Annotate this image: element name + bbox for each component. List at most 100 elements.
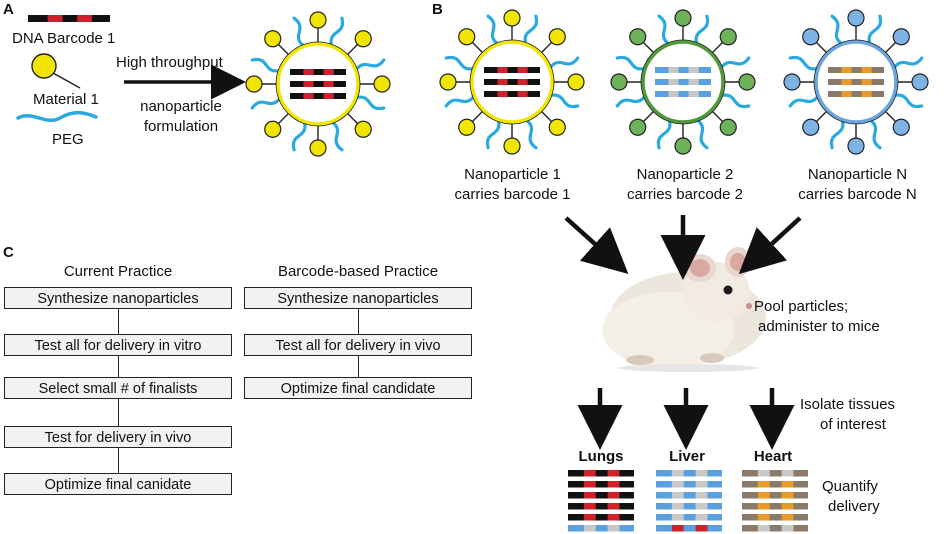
barcode-strand (290, 81, 346, 87)
tissue-1-barcode-row (568, 525, 634, 532)
dna-barcode-1-icon (28, 15, 110, 22)
current-connector-2 (118, 356, 119, 378)
peg-chain (353, 58, 386, 72)
nanoparticle-n-caption-line-1: Nanoparticle N (807, 166, 908, 183)
isolate-tissues-label-line-2: of interest (820, 416, 886, 433)
material-1-icon (31, 53, 57, 79)
flow-arrow-1 (564, 216, 629, 275)
peg-chain (330, 119, 344, 152)
material-node (847, 137, 865, 155)
tissue-2-barcode-row (656, 503, 722, 510)
formulation-label-line-2: nanoparticle (140, 98, 222, 115)
pool-particles-label-line-1: Pool particles; (754, 298, 849, 315)
nanoparticle-2-caption-line-2: carries barcode 2 (627, 186, 743, 203)
mouse-image (602, 247, 766, 372)
peg-chain (867, 14, 883, 47)
barcode-strand (290, 93, 346, 99)
material-node (719, 118, 737, 136)
barcode-strand (484, 91, 540, 97)
barcode-strand (484, 67, 540, 73)
material-node (892, 28, 910, 46)
current-connector-3 (118, 399, 119, 427)
material-node (674, 137, 692, 155)
current-step-3: Select small # of finalists (4, 377, 232, 399)
material-node (802, 28, 820, 46)
tissue-3-barcode-row (742, 470, 808, 477)
peg-chain (718, 93, 751, 109)
peg-chain (444, 94, 477, 108)
material-node (719, 28, 737, 46)
material-node (738, 73, 756, 91)
peg-chain (444, 55, 477, 71)
panel-label-a: A (3, 1, 14, 18)
panel-b-graphics (439, 9, 929, 155)
nanoparticle-2-caption-line-1: Nanoparticle 2 (636, 166, 734, 183)
peg-chain (329, 16, 345, 49)
material-node (354, 30, 372, 48)
barcode-step-2: Test all for delivery in vivo (244, 334, 472, 356)
formulation-label-line-1: High throughput (116, 54, 223, 71)
material-node (354, 120, 372, 138)
barcode-strand (290, 69, 346, 75)
peg-chain (292, 16, 306, 49)
isolate-tissues-label-line-1: Isolate tissues (800, 396, 896, 413)
material-node (567, 73, 585, 91)
tissue-3-barcode-row (742, 481, 808, 488)
material-node (548, 28, 566, 46)
flow-arrow-3 (738, 216, 802, 275)
tissue-label-heart: Heart (753, 448, 793, 465)
peg-chain (615, 94, 648, 108)
barcode-strand (828, 79, 884, 85)
peg-chain (695, 117, 709, 150)
peg-chain (788, 55, 821, 71)
tissue-2-barcode-row (656, 514, 722, 521)
tissue-3-barcode-row (742, 514, 808, 521)
material-node (458, 28, 476, 46)
tissue-1-barcode-row (568, 470, 634, 477)
tissue-2-barcode-row (656, 470, 722, 477)
peg-chain (830, 14, 844, 47)
material-node (458, 118, 476, 136)
material-node (439, 73, 457, 91)
tissue-3-barcode-row (742, 525, 808, 532)
material-node (503, 137, 521, 155)
barcode-strand (655, 67, 711, 73)
tissue-label-lungs: Lungs (578, 448, 624, 465)
material-node (503, 9, 521, 27)
barcode-step-3: Optimize final candidate (244, 377, 472, 399)
peg-chain (657, 14, 671, 47)
tissue-1-barcode-row (568, 503, 634, 510)
tissue-1-barcode-row (568, 492, 634, 499)
current-practice-title: Current Practice (63, 263, 173, 280)
barcode-connector-2 (358, 356, 359, 378)
peg-chain (891, 93, 924, 109)
material-node (911, 73, 929, 91)
nanoparticle-3-icon (783, 9, 929, 155)
peg-chain (547, 93, 580, 109)
barcode-strand (828, 91, 884, 97)
barcode-strand (655, 91, 711, 97)
peg-chain (829, 117, 845, 150)
material-node (629, 28, 647, 46)
tissue-1-barcode-row (568, 514, 634, 521)
nanoparticle-1-caption-line-1: Nanoparticle 1 (464, 166, 561, 183)
nanoparticle-a-icon (245, 11, 391, 157)
peg-chain (656, 117, 672, 150)
peg-chain (547, 56, 580, 70)
peg-chain (523, 14, 539, 47)
material-node (309, 11, 327, 29)
peg-chain (250, 57, 283, 73)
current-step-2: Test all for delivery in vitro (4, 334, 232, 356)
material-node (309, 139, 327, 157)
peg-chain (524, 117, 538, 150)
barcode-practice-title: Barcode-based Practice (277, 263, 439, 280)
tissue-3-barcode-row (742, 503, 808, 510)
material-node (847, 9, 865, 27)
tissue-2-barcode-row (656, 481, 722, 488)
barcode-strand (655, 79, 711, 85)
quantify-delivery-label-line-2: delivery (828, 498, 880, 515)
peg-chain (250, 96, 283, 110)
tissue-2-barcode-row (656, 492, 722, 499)
material-node (245, 75, 263, 93)
